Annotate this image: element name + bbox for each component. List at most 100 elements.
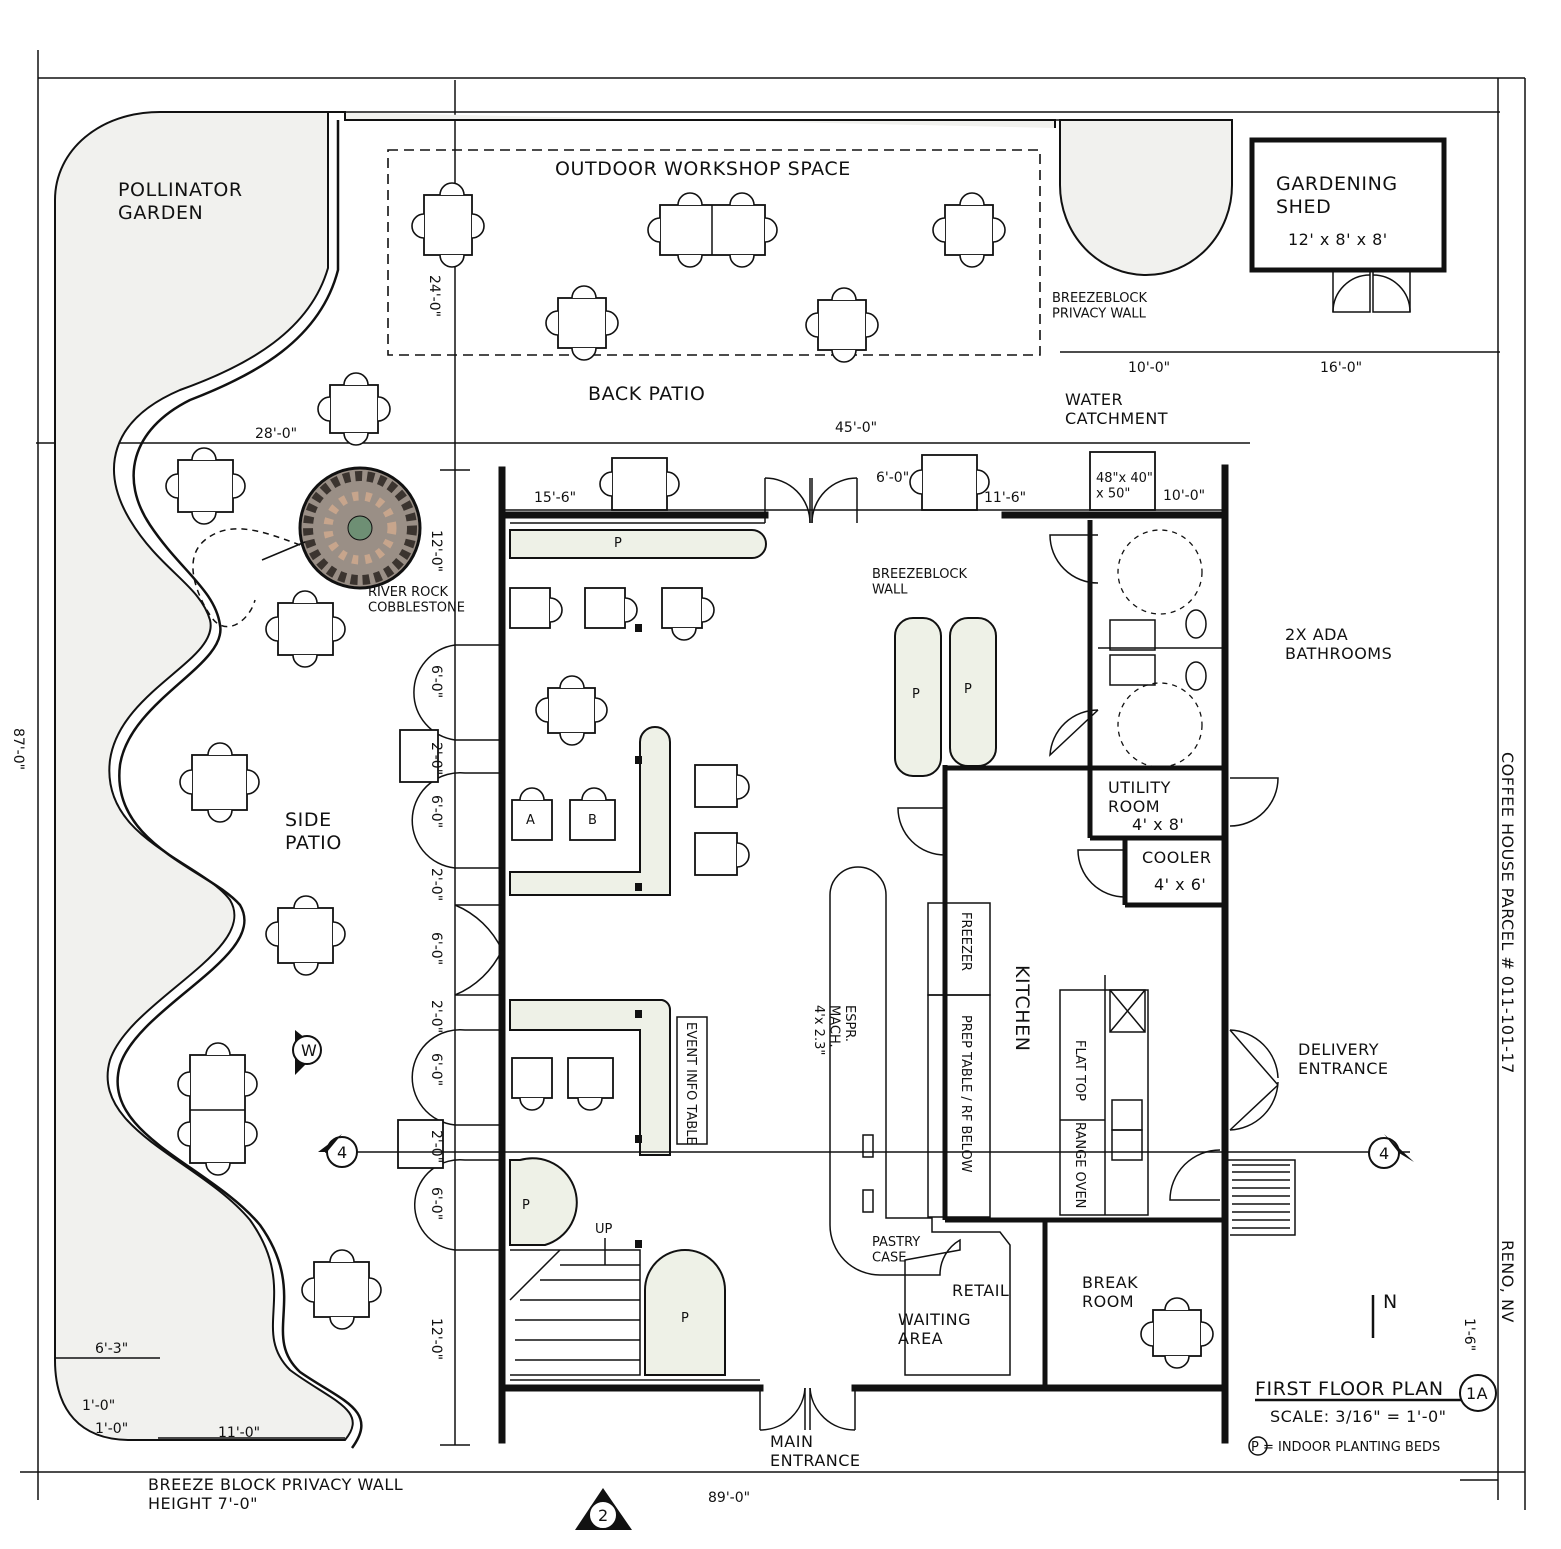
dim-side-12-bot: 12'-0" xyxy=(428,1318,444,1360)
dim-bl-6-3: 6'-3" xyxy=(95,1341,128,1357)
side-table-8 xyxy=(397,1119,444,1169)
west-wall-openings xyxy=(411,644,503,1251)
workshop-table-5 xyxy=(805,287,879,363)
label-section-left: 4 xyxy=(337,1143,348,1162)
label-back-patio: BACK PATIO xyxy=(588,383,705,405)
building-exterior-walls xyxy=(498,464,1229,1444)
title-scale: SCALE: 3/16" = 1'-0" xyxy=(1270,1407,1447,1426)
elevation-marker xyxy=(575,1488,632,1530)
delivery-door xyxy=(1169,1029,1279,1201)
ada-bathrooms xyxy=(1049,529,1207,768)
dim-side-2-a: 2'-0" xyxy=(428,742,444,775)
side-table-7 xyxy=(399,729,439,783)
label-booth-b: B xyxy=(588,813,597,828)
dim-right-1-6: 1'-6" xyxy=(1461,1318,1477,1351)
label-w-marker: W xyxy=(301,1041,317,1060)
dim-bl-11: 11'-0" xyxy=(218,1425,260,1441)
side-table-5 xyxy=(177,1042,258,1176)
label-prep-table: PREP TABLE / RF BELOW xyxy=(958,1015,973,1173)
side-table-3 xyxy=(179,742,260,823)
section-cut-line xyxy=(318,1134,1414,1169)
label-cooler: COOLER xyxy=(1142,848,1212,867)
service-counter xyxy=(829,866,1011,1376)
dim-bl-1-a: 1'-0" xyxy=(82,1398,115,1414)
dim-building-45: 45'-0" xyxy=(835,420,877,436)
w-marker xyxy=(292,1030,322,1075)
dim-shed-10: 10'-0" xyxy=(1128,360,1170,376)
dim-patio-28: 28'-0" xyxy=(255,426,297,442)
title-location: RENO, NV xyxy=(1498,1240,1517,1323)
interior-two-tops xyxy=(694,764,750,876)
dim-facade-15-6: 15'-6" xyxy=(534,490,576,506)
label-freezer: FREEZER xyxy=(958,912,973,971)
patio-table-3 xyxy=(909,454,990,511)
label-cooler-size: 4' x 6' xyxy=(1154,875,1206,894)
interior-table-row xyxy=(509,587,715,641)
patio-table-1 xyxy=(317,372,391,446)
dim-bl-1-b: 1'-0" xyxy=(95,1421,128,1437)
side-table-1 xyxy=(165,447,246,525)
workshop-table-1 xyxy=(411,182,485,268)
dim-workshop-depth: 24'-0" xyxy=(426,275,442,317)
label-range-oven: RANGE OVEN xyxy=(1072,1122,1087,1208)
side-patio-edge xyxy=(116,120,363,1449)
label-utility-size: 4' x 8' xyxy=(1132,815,1184,834)
dim-right-10: 10'-0" xyxy=(1163,488,1205,504)
dim-side-6-c: 6'-0" xyxy=(428,932,444,965)
dim-side-2-c: 2'-0" xyxy=(428,1000,444,1033)
label-planting-bed-3: P xyxy=(964,682,972,697)
side-table-2 xyxy=(265,590,346,668)
dim-facade-11-6: 11'-6" xyxy=(984,490,1026,506)
label-event-info-table: EVENT INFO TABLE xyxy=(683,1022,698,1145)
furniture xyxy=(165,182,1214,1369)
title-sheet-number: 1A xyxy=(1466,1384,1488,1403)
label-shed-size: 12' x 8' x 8' xyxy=(1288,230,1388,249)
label-up: UP xyxy=(595,1222,613,1237)
label-planting-bed-4: P xyxy=(522,1198,530,1213)
dim-side-6-b: 6'-0" xyxy=(428,795,444,828)
dim-side-6-e: 6'-0" xyxy=(428,1187,444,1220)
dim-overall-87: 87'-0" xyxy=(10,728,26,770)
label-planting-bed-5: P xyxy=(681,1311,689,1326)
dim-side-6-d: 6'-0" xyxy=(428,1053,444,1086)
label-planting-bed-2: P xyxy=(912,687,920,702)
title-first-floor-plan: FIRST FLOOR PLAN xyxy=(1255,1378,1444,1400)
label-section-right: 4 xyxy=(1379,1144,1390,1163)
east-exterior-stair xyxy=(1228,1159,1296,1236)
interior-stair xyxy=(509,1238,641,1376)
outdoor-workshop-space xyxy=(387,149,1041,356)
semicircle-garden-bed xyxy=(1059,119,1233,276)
dim-side-12-top: 12'-0" xyxy=(428,530,444,572)
back-double-door xyxy=(764,477,858,524)
interior-table-center xyxy=(535,675,608,746)
post-marks xyxy=(635,624,642,632)
workshop-table-2 xyxy=(647,192,778,268)
dim-side-2-d: 2'-0" xyxy=(428,1130,444,1163)
title-vertical-parcel: COFFEE HOUSE PARCEL # 011-101-17 xyxy=(1498,752,1517,1074)
booth-tables xyxy=(511,787,616,1111)
river-rock-cobblestone xyxy=(192,466,422,628)
title-legend: P = INDOOR PLANTING BEDS xyxy=(1251,1440,1440,1455)
label-kitchen: KITCHEN xyxy=(1011,965,1033,1052)
property-lines xyxy=(20,50,1526,1510)
sheet-number-circle xyxy=(1459,1374,1497,1412)
back-garden-strip xyxy=(328,111,1500,128)
label-compass-north: N xyxy=(1383,1291,1398,1313)
event-info-table xyxy=(676,1016,708,1145)
label-water-catchment-size: 48"x 40"x 50" xyxy=(1096,471,1153,502)
label-planting-bed-1: P xyxy=(614,536,622,551)
dim-overall-89: 89'-0" xyxy=(708,1490,750,1506)
side-table-6 xyxy=(301,1249,382,1330)
